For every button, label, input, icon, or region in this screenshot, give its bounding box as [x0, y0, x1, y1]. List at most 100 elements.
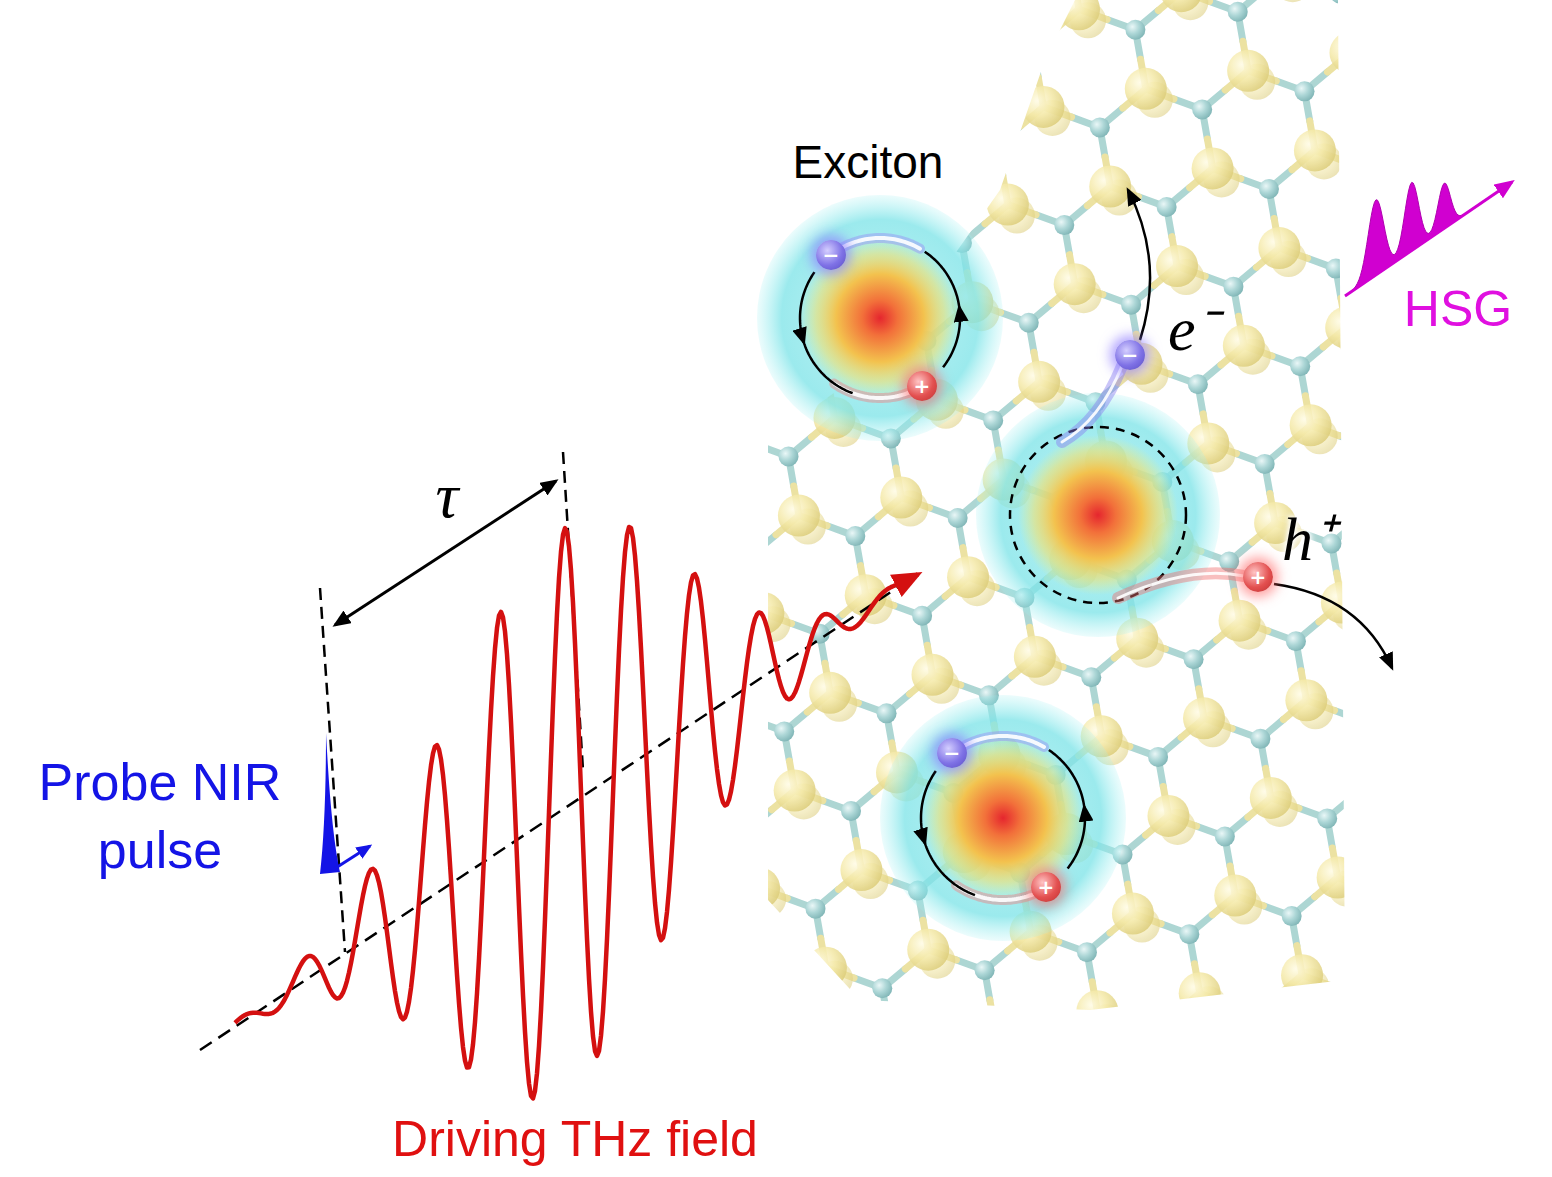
- metal-atom: [707, 642, 727, 662]
- metal-atom: [1290, 356, 1310, 376]
- metal-atom: [1215, 826, 1235, 846]
- exciton-label: Exciton: [793, 136, 944, 189]
- metal-atom: [877, 703, 897, 723]
- metal-atom: [739, 819, 759, 839]
- bond: [1228, 1003, 1256, 1013]
- sulfur-atom: [1388, 661, 1430, 703]
- sulfur-atom: [987, 184, 1029, 226]
- metal-atom: [912, 606, 932, 626]
- sulfur-atom: [1364, 773, 1400, 809]
- bond: [1371, 152, 1394, 171]
- sulfur-atom: [1392, 386, 1434, 428]
- sulfur-atom: [1321, 582, 1363, 624]
- bond: [1370, 613, 1398, 623]
- sulfur-atom: [703, 965, 745, 1007]
- metal-atom: [703, 917, 723, 937]
- bond: [1368, 750, 1373, 780]
- electron-path-arrow: [1128, 190, 1150, 340]
- probe-time-marker: [320, 588, 345, 952]
- bond: [1371, 171, 1376, 201]
- metal-atom: [1393, 338, 1413, 358]
- sulfur-atom: [781, 1058, 817, 1094]
- sulfur-atom: [1290, 404, 1332, 446]
- metal-atom: [743, 544, 763, 564]
- sulfur-atom: [1258, 227, 1300, 269]
- metal-atom: [818, 74, 838, 94]
- bond: [851, 45, 874, 64]
- bond: [1374, 338, 1402, 348]
- metal-atom: [872, 978, 892, 998]
- bond: [1033, 48, 1038, 78]
- bond: [1330, 985, 1358, 995]
- bond: [1346, 328, 1374, 338]
- bond: [874, 45, 902, 55]
- sulfur-atom: [711, 415, 753, 457]
- bond: [1005, 38, 1033, 48]
- bond: [1366, 888, 1394, 898]
- metal-atom: [1326, 259, 1346, 279]
- exciton-glow: [880, 695, 1126, 941]
- bond: [803, 968, 826, 987]
- sulfur-atom: [865, 38, 901, 74]
- sulfur-atom: [1156, 245, 1198, 287]
- metal-atom: [1157, 197, 1177, 217]
- bond: [713, 907, 736, 926]
- bond: [1126, 1022, 1154, 1032]
- bond: [749, 63, 772, 82]
- sulfur-atom: [1179, 972, 1221, 1014]
- bond: [701, 259, 729, 269]
- bond: [828, 84, 833, 114]
- metal-atom: [1282, 906, 1302, 926]
- electron-sphere: −: [816, 240, 846, 270]
- sulfur-atom: [974, 1008, 1016, 1050]
- bond: [753, 535, 776, 554]
- sulfur-atom: [1395, 950, 1431, 986]
- sulfur-atom: [956, 6, 998, 48]
- metal-atom: [1286, 631, 1306, 651]
- sulfur-atom: [1223, 325, 1265, 367]
- electron-trail: [1062, 366, 1122, 442]
- bond: [736, 888, 759, 907]
- bond: [1340, 0, 1345, 23]
- bond: [1403, 348, 1408, 378]
- charge-sign: +: [1243, 562, 1273, 592]
- metal-atom: [1019, 313, 1039, 333]
- metal-atom: [1361, 161, 1381, 181]
- metal-atom: [1295, 81, 1315, 101]
- bond: [1394, 132, 1417, 151]
- sulfur-atom: [1089, 166, 1131, 208]
- bond: [1350, 780, 1373, 799]
- exciton-drawing: [757, 195, 1003, 441]
- metal-atom: [1125, 20, 1145, 40]
- bond: [997, 145, 1002, 175]
- metal-atom: [1223, 277, 1243, 297]
- metal-atom: [1255, 454, 1275, 474]
- sulfur-atom: [805, 947, 847, 989]
- bond: [736, 161, 764, 171]
- sulfur-atom: [1227, 50, 1269, 92]
- sulfur-atom: [680, 238, 722, 280]
- bond: [765, 171, 793, 181]
- sulfur-atom: [1183, 697, 1225, 739]
- sulfur-atom: [1058, 0, 1100, 30]
- bond: [762, 4, 767, 34]
- bond: [954, 27, 977, 46]
- metal-atom: [1148, 747, 1168, 767]
- bond: [1408, 378, 1413, 408]
- delay-label: τ: [436, 459, 459, 533]
- metal-atom: [975, 960, 995, 980]
- sulfur-atom: [778, 495, 820, 537]
- metal-atom: [1179, 924, 1199, 944]
- metal-atom: [1090, 117, 1110, 137]
- bond: [1399, 928, 1404, 958]
- sulfur-atom: [840, 849, 882, 891]
- electron-trail: [1062, 366, 1122, 442]
- metal-atom: [712, 367, 732, 387]
- exciton-glow: [976, 393, 1220, 637]
- exciton-glow: [757, 195, 1003, 441]
- charge-sign: +: [1031, 872, 1061, 902]
- sulfur-atom: [1408, 125, 1444, 161]
- bond: [972, 1029, 995, 1048]
- bond: [971, 0, 976, 27]
- sulfur-atom: [1396, 111, 1438, 153]
